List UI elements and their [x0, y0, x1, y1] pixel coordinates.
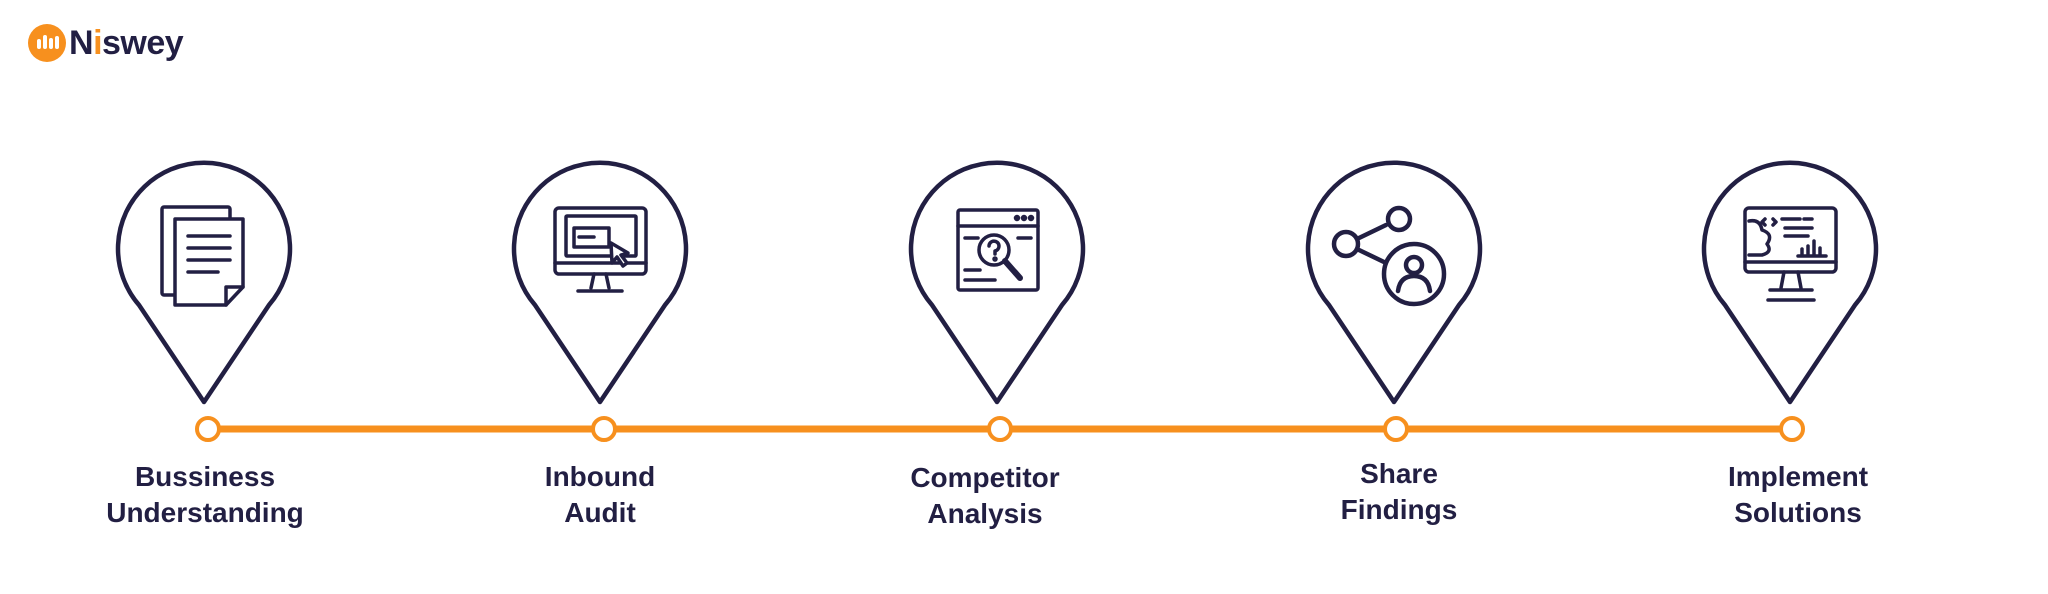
brand-name-rest: swey: [102, 24, 184, 62]
timeline-node-1: [195, 416, 221, 442]
browser-search-icon: [956, 208, 1040, 292]
timeline-node-3: [987, 416, 1013, 442]
step-label-5-line1: Implement: [1727, 461, 1869, 492]
step-label-5-line2: Solutions: [1734, 497, 1862, 528]
step-label-4: Share Findings: [1259, 456, 1539, 528]
monitor-cursor-icon: [553, 206, 648, 293]
step-label-5: Implement Solutions: [1658, 459, 1938, 531]
timeline-node-4: [1383, 416, 1409, 442]
step-label-3-line1: Competitor: [910, 462, 1060, 493]
brand-name-first: N: [69, 24, 94, 62]
brand-name: Niswey: [69, 24, 184, 62]
documents-icon: [160, 205, 245, 307]
logo-mark-icon: [28, 24, 66, 62]
share-user-icon: [1331, 205, 1447, 307]
monitor-dashboard-icon: [1743, 206, 1838, 302]
step-pin-1: [115, 160, 293, 405]
brand-logo: Niswey: [28, 24, 184, 62]
step-label-1: Bussiness Understanding: [65, 459, 345, 531]
step-label-3: Competitor Analysis: [845, 460, 1125, 532]
brand-name-accent: i: [93, 24, 103, 62]
timeline-node-5: [1779, 416, 1805, 442]
step-pin-3: [908, 160, 1086, 405]
step-label-1-line1: Bussiness: [134, 461, 276, 492]
step-label-2: Inbound Audit: [460, 459, 740, 531]
timeline-node-2: [591, 416, 617, 442]
step-pin-2: [511, 160, 689, 405]
step-label-2-line2: Audit: [564, 497, 636, 528]
step-label-1-line2: Understanding: [106, 497, 304, 528]
step-label-2-line1: Inbound: [544, 461, 656, 492]
step-pin-4: [1305, 160, 1483, 405]
step-label-3-line2: Analysis: [927, 498, 1043, 529]
step-label-4-line1: Share: [1360, 458, 1438, 489]
step-label-4-line2: Findings: [1340, 494, 1458, 525]
step-pin-5: [1701, 160, 1879, 405]
